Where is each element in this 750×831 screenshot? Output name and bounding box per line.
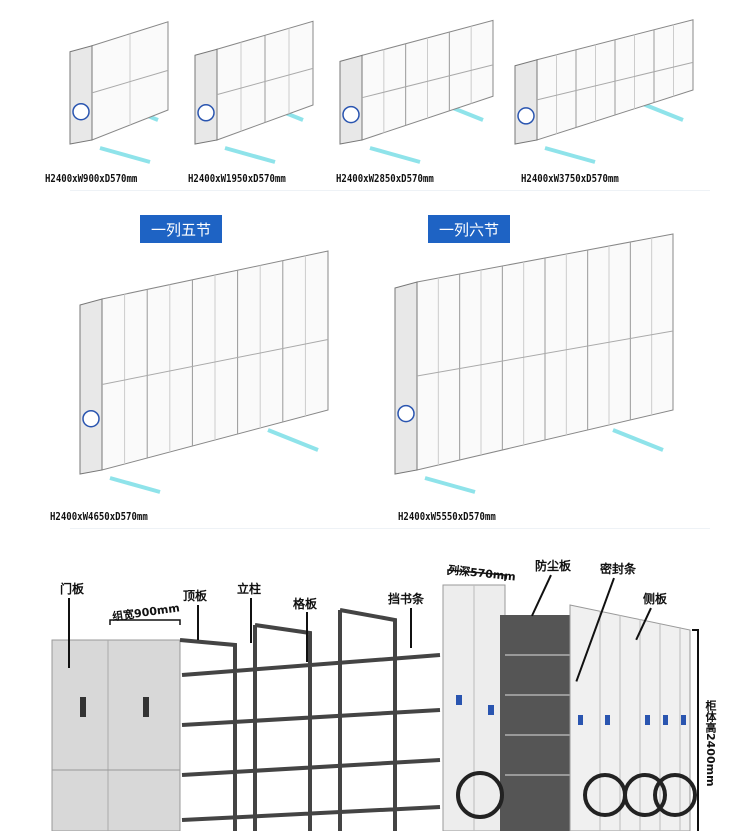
cabinet-end-panel (339, 54, 363, 145)
floor-rail (109, 476, 161, 494)
divider (70, 528, 710, 529)
leader-line (306, 612, 308, 662)
door-seam (91, 69, 169, 94)
floor-rail (224, 146, 276, 164)
shelving-structure-photo (51, 569, 699, 831)
door-seam (361, 64, 494, 99)
cabinet-end-panel (394, 281, 418, 475)
door-seam (101, 339, 329, 385)
dimension-label: H2400xW900xD570mm (45, 172, 138, 185)
label-dust-panel: 防尘板 (535, 559, 572, 573)
label-cabinet-height: 柜体高2400mm (704, 700, 717, 787)
dimension-label: H2400xW3750xD570mm (521, 172, 619, 185)
cabinet-drawing-1-section (69, 21, 169, 164)
label-book-stop: 挡书条 (388, 592, 425, 606)
cabinet-drawing-4-sections (514, 19, 694, 164)
cabinet-drawing-6-sections (394, 233, 674, 494)
label-seal-strip: 密封条 (600, 562, 637, 576)
label-door-panel: 门板 (60, 582, 85, 596)
handwheel-icon (342, 105, 360, 124)
leader-line (250, 598, 252, 643)
handwheel-icon (517, 107, 535, 125)
label-column: 立柱 (237, 582, 262, 596)
cabinet-drawing-3-sections (339, 19, 494, 164)
badge-five-sections: 一列五节 (140, 215, 222, 243)
door-seam (536, 61, 694, 101)
handwheel-icon (197, 104, 215, 122)
floor-rail (544, 146, 596, 164)
handwheel-icon (72, 102, 90, 121)
door-seam (416, 330, 674, 377)
cabinet-drawing-5-sections (79, 250, 329, 494)
floor-rail (267, 428, 319, 452)
label-shelf: 格板 (293, 597, 318, 611)
leader-line (68, 598, 70, 668)
label-side-panel: 侧板 (643, 592, 668, 606)
floor-rail (612, 428, 664, 452)
door-seam (216, 67, 314, 96)
leader-line (410, 608, 412, 648)
leader-line (197, 605, 199, 640)
dimension-label: H2400xW2850xD570mm (336, 172, 434, 185)
dimension-label: H2400xW4650xD570mm (50, 510, 148, 523)
handwheel-icon (82, 409, 100, 428)
badge-six-sections: 一列六节 (428, 215, 510, 243)
handwheel-icon (397, 404, 415, 423)
dimension-label: H2400xW1950xD570mm (188, 172, 286, 185)
cabinet-end-panel (69, 45, 93, 145)
floor-rail (99, 146, 151, 164)
dimension-label: H2400xW5550xD570mm (398, 510, 496, 523)
label-top-panel: 顶板 (183, 589, 208, 603)
floor-rail (424, 476, 476, 494)
cabinet-drawing-2-sections (194, 20, 314, 164)
floor-rail (369, 146, 421, 164)
divider (70, 190, 710, 191)
cabinet-end-panel (79, 298, 103, 475)
cabinet-end-panel (194, 48, 218, 145)
cabinet-end-panel (514, 59, 538, 145)
